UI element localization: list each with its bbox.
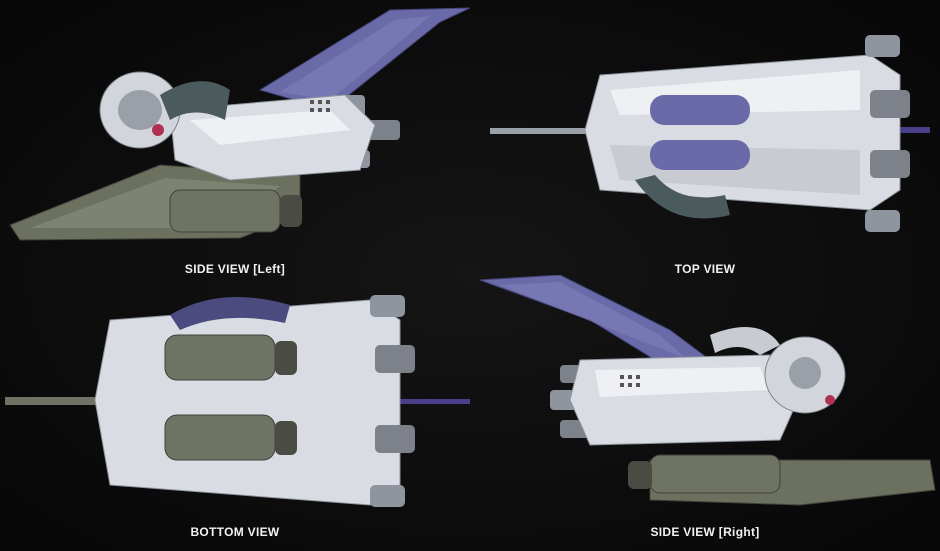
side-view-left-caption: SIDE VIEW [Left] <box>184 262 286 276</box>
bottom-view-illustration <box>5 295 470 507</box>
bottom-view-caption: BOTTOM VIEW <box>190 525 280 539</box>
top-view-panel: TOP VIEW <box>470 0 940 276</box>
bottom-view-panel: BOTTOM VIEW <box>0 275 470 550</box>
side-view-left-illustration <box>9 7 470 241</box>
side-view-right-panel: SIDE VIEW [Right] <box>470 275 940 550</box>
top-view-caption: TOP VIEW <box>674 262 736 276</box>
side-view-right-illustration <box>479 275 936 506</box>
side-view-left-panel: SIDE VIEW [Left] <box>0 0 470 276</box>
side-view-right-caption: SIDE VIEW [Right] <box>650 525 760 539</box>
top-view-illustration <box>490 35 930 232</box>
